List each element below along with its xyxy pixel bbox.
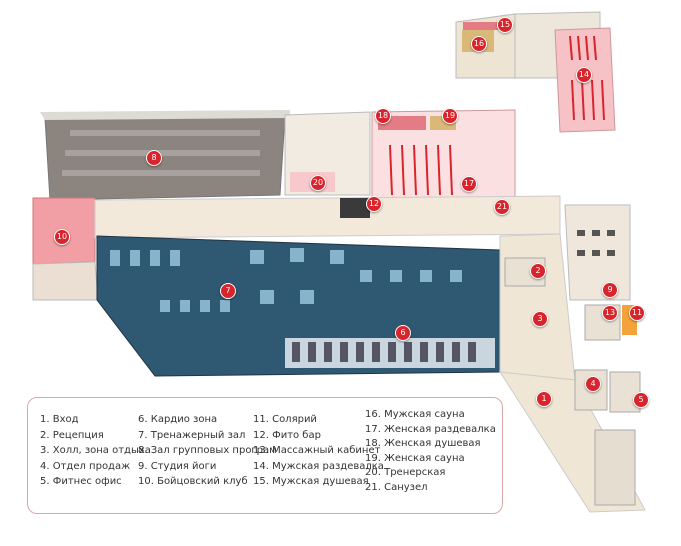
marker-5: 5 xyxy=(633,392,649,408)
legend-item: 14. Мужская раздевалка xyxy=(253,460,384,472)
marker-21: 21 xyxy=(494,199,510,215)
marker-8: 8 xyxy=(146,150,162,166)
legend-item: 8. Зал групповых програм xyxy=(138,445,277,456)
legend-item: 10. Бойцовский клуб xyxy=(138,476,248,487)
legend-column-2: 6. Кардио зона 7. Тренажерный зал 8. Зал… xyxy=(138,412,277,490)
lockers-17 xyxy=(389,144,453,196)
marker-20: 20 xyxy=(310,175,326,191)
legend-item: 19. Женская сауна xyxy=(365,452,465,464)
hall-8-pattern xyxy=(62,130,260,176)
room-12 xyxy=(340,198,370,218)
legend-item: 21. Санузел xyxy=(365,481,428,493)
legend-item: 11. Солярий xyxy=(253,414,317,425)
legend-item: 16. Мужская сауна xyxy=(365,409,465,420)
legend-item: 5. Фитнес офис xyxy=(40,476,122,487)
stairs xyxy=(594,429,636,506)
marker-6: 6 xyxy=(395,325,411,341)
marker-15: 15 xyxy=(497,17,513,33)
marker-9: 9 xyxy=(602,282,618,298)
corridor xyxy=(94,195,561,239)
marker-4: 4 xyxy=(585,376,601,392)
marker-2: 2 xyxy=(530,263,546,279)
legend-item: 6. Кардио зона xyxy=(138,414,218,425)
legend-item: 2. Рецепция xyxy=(40,429,104,441)
room-15 xyxy=(463,22,503,30)
legend: 1. Вход 2. Рецепция 3. Холл, зона отдыха… xyxy=(27,397,503,514)
marker-17: 17 xyxy=(461,176,477,192)
yoga-mats xyxy=(577,230,615,256)
legend-column-1: 1. Вход 2. Рецепция 3. Холл, зона отдыха… xyxy=(40,412,151,490)
legend-item: 20. Тренерская xyxy=(365,467,446,478)
legend-item: 12. Фито бар xyxy=(253,429,321,441)
legend-item: 17. Женская раздевалка xyxy=(365,423,496,435)
legend-column-4: 16. Мужская сауна 17. Женская раздевалка… xyxy=(365,408,496,495)
marker-16: 16 xyxy=(471,36,487,52)
marker-10: 10 xyxy=(54,229,70,245)
legend-item: 1. Вход xyxy=(40,414,79,425)
legend-item: 13. Массажный кабинет xyxy=(253,445,381,456)
wall-top xyxy=(40,110,290,120)
marker-14: 14 xyxy=(576,67,592,83)
legend-item: 15. Мужская душевая xyxy=(253,476,369,487)
room-3 xyxy=(499,233,576,381)
marker-11: 11 xyxy=(629,305,645,321)
room-10-lower xyxy=(32,261,99,301)
marker-7: 7 xyxy=(220,283,236,299)
marker-3: 3 xyxy=(532,311,548,327)
legend-item: 7. Тренажерный зал xyxy=(138,429,246,441)
marker-12: 12 xyxy=(366,196,382,212)
cardio-machines xyxy=(292,342,476,362)
legend-item: 18. Женская душевая xyxy=(365,438,481,449)
legend-item: 4. Отдел продаж xyxy=(40,460,131,472)
legend-item: 3. Холл, зона отдыха xyxy=(40,445,151,456)
room-8 xyxy=(44,114,286,201)
marker-1: 1 xyxy=(536,391,552,407)
marker-13: 13 xyxy=(602,305,618,321)
gym-equipment xyxy=(110,248,462,312)
marker-19: 19 xyxy=(442,108,458,124)
legend-item: 9. Студия йоги xyxy=(138,460,217,472)
legend-column-3: 11. Солярий 12. Фито бар 13. Массажный к… xyxy=(253,412,384,490)
marker-18: 18 xyxy=(375,108,391,124)
lockers-14 xyxy=(569,35,605,121)
